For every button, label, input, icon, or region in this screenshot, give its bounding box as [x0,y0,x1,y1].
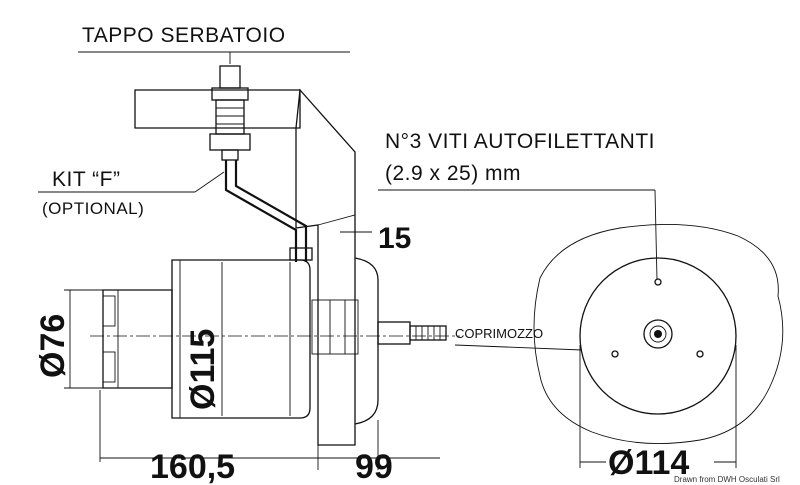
cover-diameter-value: Ø114 [608,444,689,482]
hub-cover-label: COPRIMOZZO [455,326,543,341]
rear-diameter-value: Ø76 [34,314,72,378]
tank-top-board [134,89,301,129]
housing-diameter-value: Ø115 [184,329,222,410]
screws-label-line2: (2.9 x 25) mm [385,162,521,185]
dashboard-panel [295,88,356,446]
rear-unit [102,289,173,389]
main-housing [171,259,311,419]
kit-f-leader [38,171,225,193]
tank-cap-leader [78,51,350,64]
front-bezel-side [311,257,379,425]
hub-cover-disc [579,257,737,415]
output-shaft [377,321,447,345]
depth-front-value: 99 [355,448,393,485]
dim-panel-thickness [340,215,372,256]
kit-f-label: KIT “F” [52,168,120,191]
screw-holes [611,278,704,358]
screws-label-line1: N°3 VITI AUTOFILETTANTI [385,130,655,153]
dim-rear-diameter [64,289,103,389]
dim-base-line [99,390,440,470]
hub-cover-leader [454,344,583,351]
credit-text: Drawn from DWH Osculati Srl [674,475,780,484]
screws-leader [378,189,658,281]
panel-thickness-value: 15 [378,222,411,255]
kit-optional-label: (OPTIONAL) [42,199,144,218]
cutout-outline [533,223,784,445]
hub-center [643,319,673,349]
dim-cover-diameter [579,345,737,468]
tank-cap-label: TAPPO SERBATOIO [82,24,286,47]
kit-f-pipe [224,160,313,262]
tank-cap-fitting [209,65,251,161]
depth-rear-value: 160,5 [150,448,235,485]
